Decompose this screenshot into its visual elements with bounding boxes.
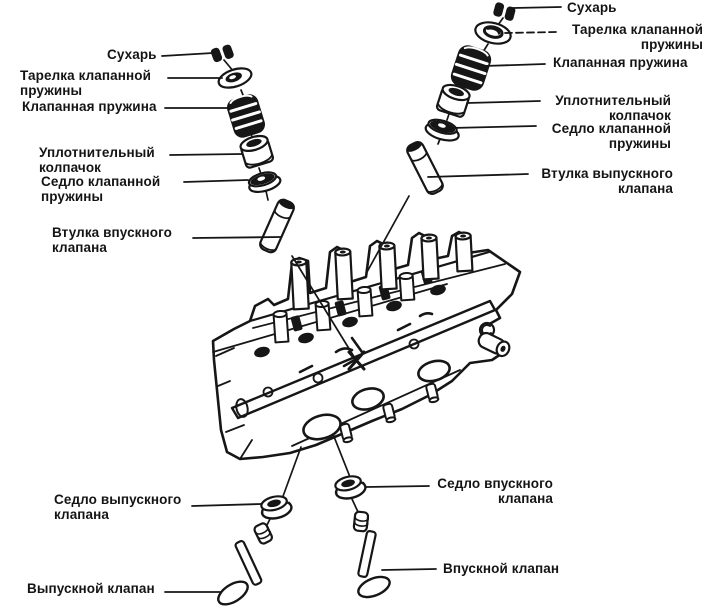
label-line: клапана — [497, 490, 553, 506]
label-line: Уплотнительный — [555, 93, 671, 108]
leader-right-seal-cap — [466, 100, 541, 104]
valve-keeper-drawing-left — [210, 44, 234, 63]
valve-spring-drawing-right — [450, 45, 492, 91]
label-intake-seat: Седло впускного клапана — [434, 476, 553, 506]
label-line: Седло клапанной — [41, 174, 161, 189]
label-line: Седло впускного — [437, 476, 553, 491]
label-line: колпачок — [39, 159, 102, 175]
label-line: Уплотнительный — [39, 145, 155, 160]
leader-left-guide — [192, 236, 282, 239]
valve-guide-drawing-left — [259, 198, 295, 254]
label-line: Втулка выпускного — [541, 166, 673, 181]
leader-left-seal-cap — [169, 153, 243, 156]
label-line: клапана — [617, 180, 673, 196]
label-line: Впускной клапан — [443, 561, 560, 576]
valve-guide-drawing-right — [406, 141, 444, 195]
label-guide-right: Втулка выпускного клапана — [539, 166, 673, 196]
label-exhaust-seat: Седло выпускного клапана — [54, 492, 182, 522]
label-line: пружины — [640, 36, 703, 52]
label-retainer-left: Тарелка клапанной пружины — [20, 68, 151, 98]
leader-exhaust-seat — [191, 503, 262, 507]
label-line: клапана — [54, 506, 110, 522]
label-line: Выпускной клапан — [27, 581, 155, 596]
leader-right-retainer — [504, 31, 558, 34]
exhaust-valve-assembly — [217, 495, 293, 606]
leader-left-keeper — [161, 52, 214, 57]
label-line: Тарелка клапанной — [572, 22, 703, 37]
label-line: Втулка впускного — [52, 225, 173, 240]
leader-right-spring-seat — [450, 125, 537, 129]
leader-intake-valve — [381, 568, 437, 571]
spring-seat-drawing-right — [424, 118, 460, 142]
leader-right-guide — [427, 173, 529, 178]
spring-retainer-drawing-left — [217, 67, 253, 89]
label-line: колпачок — [608, 107, 671, 123]
label-retainer-right: Тарелка клапанной пружины — [564, 22, 703, 52]
intake-valve-seat-drawing — [334, 475, 367, 500]
seal-cap-drawing-left — [239, 134, 275, 169]
intake-valve-assembly — [334, 475, 391, 599]
seal-cap-drawing-right — [435, 83, 471, 118]
leader-right-spring — [483, 63, 546, 67]
intake-side-parts-column — [210, 44, 295, 254]
label-line: Клапанная пружина — [22, 99, 157, 114]
label-line: пружины — [20, 82, 83, 98]
label-seal-cap-right: Уплотнительный колпачок — [551, 93, 671, 123]
label-line: Сухарь — [107, 47, 157, 62]
label-exhaust-valve: Выпускной клапан — [27, 581, 155, 597]
leader-lines — [161, 6, 562, 593]
leader-left-spring-seat — [183, 179, 249, 183]
leader-intake-seat — [365, 485, 430, 488]
label-spring-seat-right: Седло клапанной пружины — [544, 121, 671, 151]
label-guide-left: Втулка впускного клапана — [52, 225, 173, 255]
label-intake-valve: Впускной клапан — [443, 561, 560, 577]
label-seal-cap-left: Уплотнительный колпачок — [39, 145, 155, 175]
label-keeper-left: Сухарь — [107, 47, 157, 63]
label-spring-seat-left: Седло клапанной пружины — [41, 174, 161, 204]
spring-retainer-drawing-right — [474, 21, 512, 45]
label-line: Тарелка клапанной — [20, 68, 151, 83]
spring-seat-drawing-left — [247, 171, 282, 194]
exhaust-side-parts-column — [406, 2, 516, 195]
assembly-axis-lines — [223, 17, 504, 526]
label-line: пружины — [608, 135, 671, 151]
label-line: клапана — [52, 239, 108, 255]
valve-keeper-drawing-right — [493, 2, 516, 21]
label-line: Сухарь — [567, 0, 617, 15]
label-line: Седло клапанной — [551, 121, 671, 136]
label-line: Седло выпускного — [54, 492, 182, 507]
label-spring-right: Клапанная пружина — [553, 55, 688, 71]
label-spring-left: Клапанная пружина — [22, 99, 157, 115]
label-line: пружины — [41, 188, 104, 204]
label-line: Клапанная пружина — [553, 55, 688, 70]
intake-valve-drawing — [352, 510, 391, 599]
valve-spring-drawing-left — [226, 94, 266, 138]
cylinder-head-drawing — [211, 230, 522, 461]
exhaust-valve-seat-drawing — [260, 495, 293, 520]
label-keeper-right: Сухарь — [567, 0, 617, 16]
exhaust-valve-drawing — [217, 522, 273, 606]
leader-right-keeper — [512, 6, 562, 9]
